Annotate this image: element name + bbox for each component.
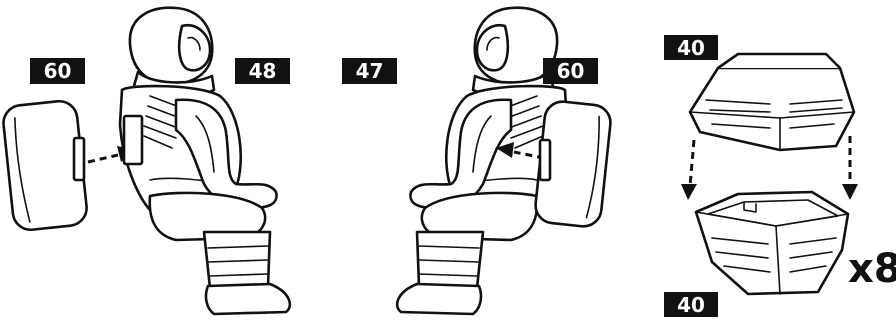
tag-left-figure-label: 48 [249,59,277,83]
backpack-right-icon [534,100,612,228]
tag-left-pad-label: 60 [44,59,72,83]
tag-container-bottom: 40 [664,292,718,317]
tag-container-top-label: 40 [677,36,705,60]
tag-right-figure-label: 47 [356,59,384,83]
container-lid-icon [690,54,854,150]
tag-left-pad: 60 [30,58,85,84]
quantity-multiplier: x8 [848,246,896,292]
backpack-left-icon [2,99,89,231]
container-base-icon [696,192,848,294]
tag-left-figure: 48 [235,58,290,84]
tag-right-pad: 60 [543,58,598,84]
tag-container-bottom-label: 40 [677,293,705,317]
tag-right-pad-label: 60 [557,59,585,83]
astronaut-left-icon [120,8,290,314]
tag-right-figure: 47 [342,58,397,84]
tag-container-top: 40 [664,35,718,60]
